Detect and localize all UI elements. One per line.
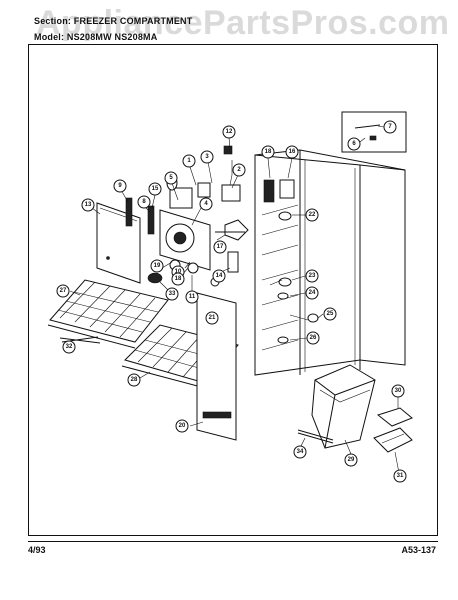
- callout-21: 21: [205, 311, 219, 325]
- callout-3: 3: [200, 150, 214, 164]
- callout-17: 17: [213, 240, 227, 254]
- svg-text:6: 6: [352, 141, 356, 147]
- callout-22: 22: [305, 208, 319, 222]
- callout-26: 26: [306, 331, 320, 345]
- callout-32: 32: [62, 340, 76, 354]
- svg-text:3: 3: [205, 154, 209, 160]
- svg-text:18: 18: [265, 149, 272, 155]
- svg-text:12: 12: [226, 129, 233, 135]
- svg-text:32: 32: [66, 344, 73, 350]
- svg-text:20: 20: [179, 423, 186, 429]
- rear-panel: [196, 292, 237, 441]
- svg-text:21: 21: [209, 315, 216, 321]
- callout-29: 29: [344, 453, 358, 467]
- callout-20: 20: [175, 419, 189, 433]
- svg-text:1: 1: [187, 158, 191, 164]
- footer-date: 4/93: [28, 545, 46, 555]
- svg-text:18: 18: [175, 276, 182, 282]
- callout-24: 24: [305, 286, 319, 300]
- callout-18: 18: [171, 272, 185, 286]
- model-title: Model: NS208MW NS208MA: [34, 32, 158, 42]
- callout-28: 28: [127, 373, 141, 387]
- svg-text:34: 34: [297, 449, 304, 455]
- inset-box: [341, 111, 407, 153]
- svg-text:24: 24: [309, 290, 316, 296]
- callout-9: 9: [113, 179, 127, 193]
- cabinet-parts: [263, 179, 319, 344]
- callout-6: 6: [347, 137, 361, 151]
- callout-7: 7: [383, 120, 397, 134]
- svg-text:7: 7: [388, 124, 392, 130]
- svg-text:22: 22: [309, 212, 316, 218]
- svg-text:29: 29: [348, 457, 355, 463]
- callout-19: 19: [150, 259, 164, 273]
- svg-text:25: 25: [327, 311, 334, 317]
- callout-30: 30: [391, 384, 405, 398]
- callout-1: 1: [182, 154, 196, 168]
- svg-text:26: 26: [310, 335, 317, 341]
- svg-text:14: 14: [216, 273, 223, 279]
- callout-11: 11: [185, 290, 199, 304]
- callout-8: 8: [137, 195, 151, 209]
- callout-16-left: 18: [261, 145, 275, 159]
- svg-text:9: 9: [118, 183, 122, 189]
- svg-text:8: 8: [142, 199, 146, 205]
- callout-27: 27: [56, 284, 70, 298]
- callout-12: 12: [222, 125, 236, 139]
- callout-16: 16: [285, 145, 299, 159]
- callout-2: 2: [232, 163, 246, 177]
- leader-lines: [69, 125, 400, 474]
- section-title: Section: FREEZER COMPARTMENT: [34, 16, 193, 26]
- callout-4: 4: [199, 197, 213, 211]
- callout-33: 33: [165, 287, 179, 301]
- cabinet-liner: [254, 149, 406, 376]
- svg-text:4: 4: [204, 201, 208, 207]
- callout-23: 23: [305, 269, 319, 283]
- ice-bin: [311, 364, 376, 449]
- svg-text:10: 10: [175, 269, 182, 275]
- watermark: AppliancePartsPros.com: [36, 4, 450, 42]
- svg-text:5: 5: [169, 175, 173, 181]
- svg-text:19: 19: [154, 263, 161, 269]
- svg-text:17: 17: [217, 244, 224, 250]
- ice-tray: [373, 407, 413, 453]
- footer-rule: [28, 541, 438, 542]
- svg-text:30: 30: [395, 388, 402, 394]
- svg-text:23: 23: [309, 273, 316, 279]
- footer-code: A53-137: [401, 545, 436, 555]
- evaporator-cover: [96, 202, 141, 284]
- callout-25: 25: [323, 307, 337, 321]
- svg-text:11: 11: [189, 294, 196, 300]
- callout-31: 31: [393, 469, 407, 483]
- svg-text:2: 2: [237, 167, 241, 173]
- svg-text:15: 15: [152, 186, 159, 192]
- svg-text:16: 16: [289, 149, 296, 155]
- callout-13: 13: [81, 198, 95, 212]
- callout-15: 15: [148, 182, 162, 196]
- svg-text:31: 31: [397, 473, 404, 479]
- callout-34: 34: [293, 445, 307, 459]
- svg-text:33: 33: [169, 291, 176, 297]
- svg-text:13: 13: [85, 202, 92, 208]
- svg-text:27: 27: [60, 288, 67, 294]
- rod: [297, 429, 334, 444]
- callout-5: 5: [164, 171, 178, 185]
- callout-14: 14: [212, 269, 226, 283]
- diagram-frame: [28, 44, 438, 536]
- svg-text:28: 28: [131, 377, 138, 383]
- wire-shelf-upper: [47, 279, 169, 349]
